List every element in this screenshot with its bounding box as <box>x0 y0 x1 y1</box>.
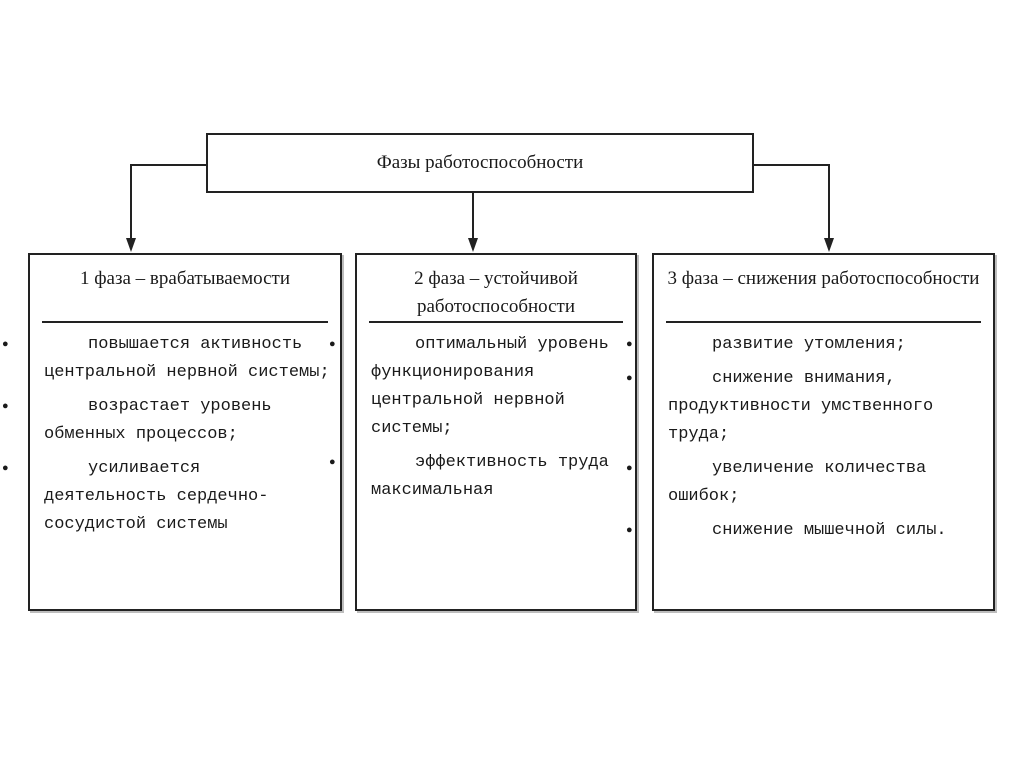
phase-3-item: снижение мышечной силы. <box>626 517 983 545</box>
phase-3-item: увеличение количества ошибок; <box>626 455 983 511</box>
phase-2-box: 2 фаза – устойчивой работоспособности оп… <box>329 253 637 611</box>
phase-1-divider <box>42 321 328 323</box>
phase-1-item: повышается активность центральной нервно… <box>2 331 330 387</box>
phase-2-item: оптимальный уровень функционирования цен… <box>329 331 625 443</box>
arrow-to-phase-3 <box>754 164 830 244</box>
phase-3-divider <box>666 321 981 323</box>
arrow-to-phase-1 <box>130 164 206 244</box>
root-title: Фазы работоспособности <box>376 152 584 173</box>
phase-3-list: развитие утомления; снижение внимания, п… <box>626 323 993 545</box>
phase-1-title: 1 фаза – врабатываемости <box>79 268 290 289</box>
phase-3-item: развитие утомления; <box>626 331 983 359</box>
phase-1-item: усиливается деятельность сердечно-сосуди… <box>2 455 330 539</box>
phase-3-item: снижение внимания, продуктивности умстве… <box>626 365 983 449</box>
phase-1-list: повышается активность центральной нервно… <box>2 323 340 539</box>
phase-1-item: возрастает уровень обменных процессов; <box>2 393 330 449</box>
phase-2-list: оптимальный уровень функционирования цен… <box>329 323 635 505</box>
arrowhead-phase-2 <box>468 238 478 252</box>
phase-3-box: 3 фаза – снижения работоспособности разв… <box>626 253 995 611</box>
phase-2-item: эффективность труда максимальная <box>329 449 625 505</box>
phase-2-title: 2 фаза – устойчивой работоспособности <box>414 268 578 317</box>
arrowhead-phase-1 <box>126 238 136 252</box>
phase-1-box: 1 фаза – врабатываемости повышается акти… <box>2 253 342 611</box>
phase-2-divider <box>369 321 623 323</box>
root-node: Фазы работоспособности <box>206 133 754 193</box>
arrowhead-phase-3 <box>824 238 834 252</box>
phase-3-title: 3 фаза – снижения работоспособности <box>667 268 980 289</box>
